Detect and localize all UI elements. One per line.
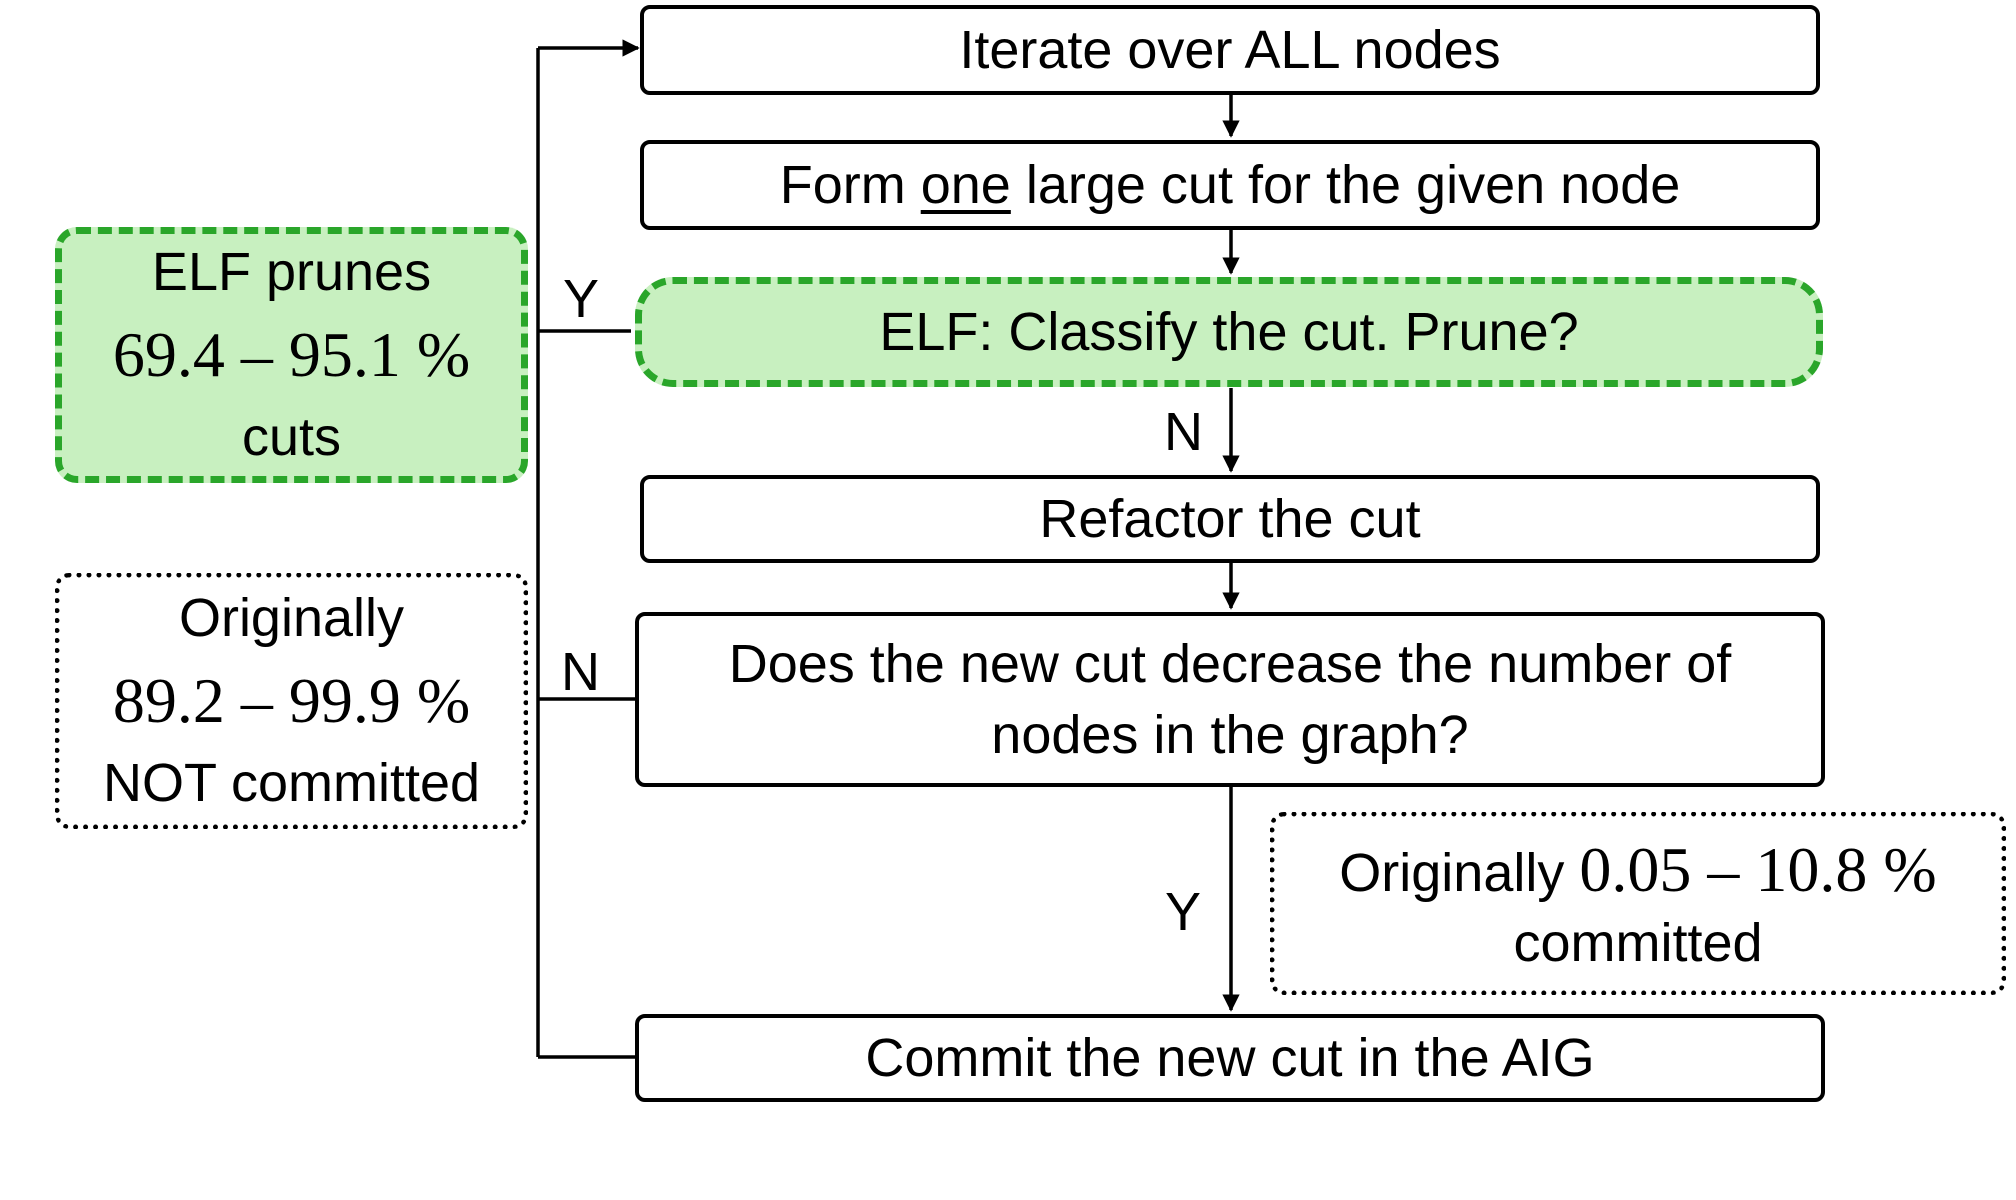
- annotation-committed-caption: committed: [1513, 912, 1763, 973]
- annotation-committed: Originally 0.05 – 10.8 % committed: [1270, 812, 2006, 995]
- annotation-committed-range: 0.05 – 10.8 %: [1579, 833, 1937, 905]
- edge-label-decrease-no: N: [561, 642, 600, 702]
- step-refactor-label: Refactor the cut: [1039, 488, 1421, 549]
- step-commit-cut: Commit the new cut in the AIG: [635, 1014, 1825, 1102]
- step-iterate-nodes: Iterate over ALL nodes: [640, 5, 1820, 95]
- step-form-suffix: large cut for the given node: [1025, 154, 1681, 215]
- step-decrease-line2: nodes in the graph?: [991, 704, 1469, 765]
- edge-label-decrease-yes: Y: [1165, 882, 1202, 942]
- step-iterate-label: Iterate over ALL nodes: [959, 19, 1501, 80]
- step-classify-label: ELF: Classify the cut. Prune?: [879, 301, 1579, 362]
- step-form-cut: Form one large cut for the given node: [640, 140, 1820, 230]
- step-form-label: Form one large cut for the given node: [780, 150, 1681, 220]
- edge-label-classify-yes: Y: [563, 269, 600, 329]
- annotation-not-committed-title: Originally: [178, 587, 405, 648]
- step-elf-classify: ELF: Classify the cut. Prune?: [635, 277, 1823, 387]
- annotation-elf-prunes-unit: cuts: [241, 406, 342, 467]
- step-refactor-cut: Refactor the cut: [640, 475, 1820, 563]
- annotation-committed-prefix: Originally: [1339, 842, 1565, 903]
- annotation-not-committed: Originally 89.2 – 99.9 % NOT committed: [55, 573, 528, 829]
- step-decrease-line1: Does the new cut decrease the number of: [728, 634, 1732, 695]
- step-commit-label: Commit the new cut in the AIG: [865, 1027, 1595, 1088]
- annotation-not-committed-range: 89.2 – 99.9 %: [112, 665, 471, 737]
- edge-label-classify-no: N: [1164, 402, 1203, 462]
- annotation-committed-line1: Originally 0.05 – 10.8 %: [1339, 830, 1936, 910]
- step-decrease-decision: Does the new cut decrease the number of …: [635, 612, 1825, 787]
- annotation-elf-prunes: ELF prunes 69.4 – 95.1 % cuts: [55, 227, 528, 483]
- step-form-underlined: one: [920, 154, 1011, 215]
- annotation-elf-prunes-title: ELF prunes: [151, 241, 432, 302]
- step-form-prefix: Form: [779, 154, 906, 215]
- annotation-elf-prunes-range: 69.4 – 95.1 %: [112, 319, 471, 391]
- annotation-not-committed-caption: NOT committed: [102, 752, 481, 813]
